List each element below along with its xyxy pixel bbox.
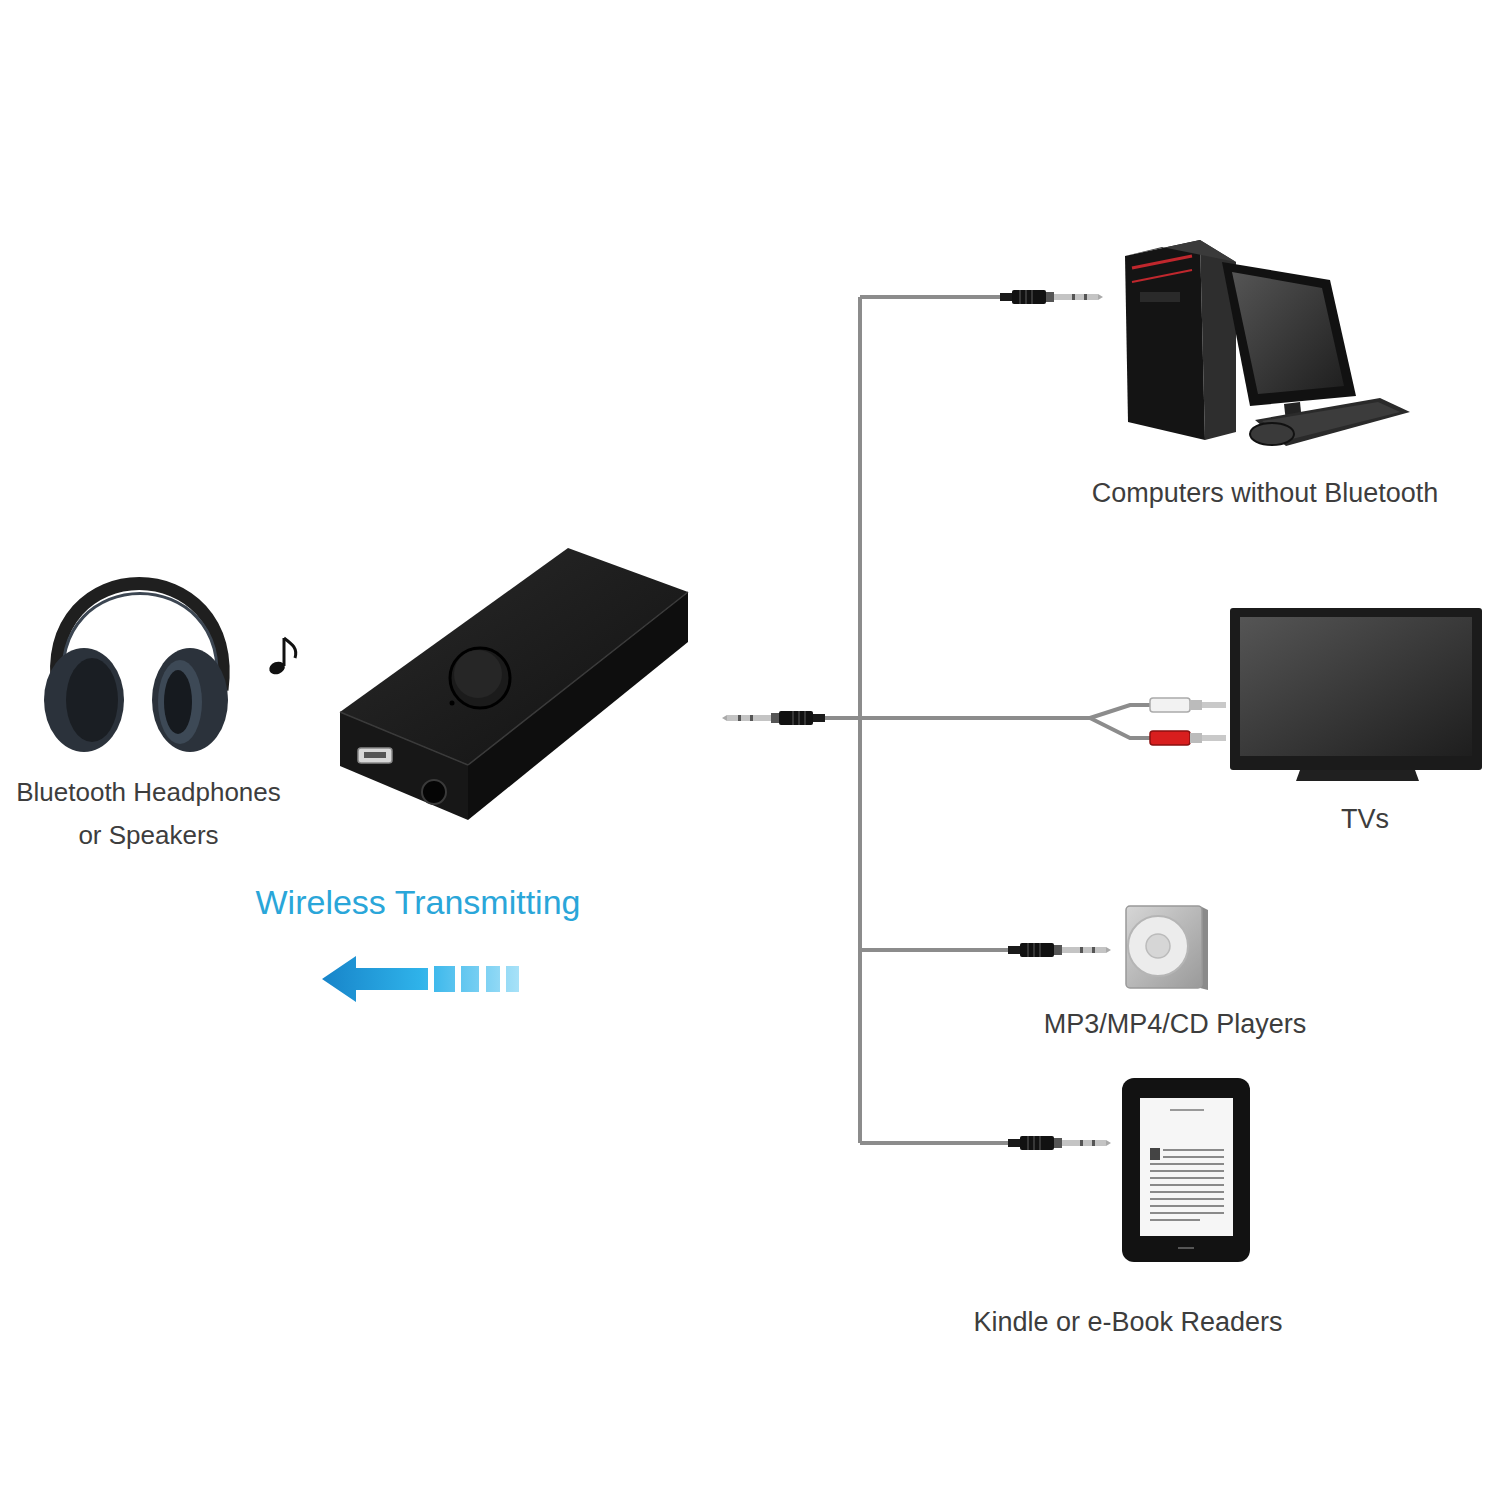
computer-picture: [1132, 270, 1192, 282]
bluetooth-transmitter: [340, 712, 468, 765]
ebook-reader-picture: [1163, 1149, 1224, 1151]
audio-cable: [1090, 718, 1150, 738]
direction-label: Wireless Transmitting: [198, 880, 638, 924]
bluetooth-transmitter: [450, 701, 455, 706]
ebook-reader-picture: [1150, 1177, 1224, 1179]
rca-plugs: [1150, 698, 1226, 745]
bluetooth-transmitter: [450, 648, 510, 708]
ebook-reader-picture: [1150, 1219, 1200, 1221]
ebook-reader-picture: [1170, 1109, 1204, 1111]
mp3-player-picture: [1128, 916, 1188, 976]
rca-plugs: [1202, 702, 1226, 708]
computer-picture: [1132, 256, 1192, 268]
audio-cable: [858, 297, 862, 1143]
transmit-arrow: [434, 966, 455, 992]
audio-cable: [825, 716, 1090, 720]
ebook-reader-picture: [1150, 1148, 1160, 1160]
music-note: [283, 638, 286, 666]
transmit-arrow: [322, 956, 519, 1002]
ebook-reader-picture: [1122, 1078, 1250, 1262]
device-caption: TVs: [1305, 802, 1425, 837]
audio-cable: [860, 948, 1008, 952]
rca-plugs: [1150, 731, 1190, 745]
computer-picture: [1125, 240, 1410, 446]
rca-plugs: [1150, 698, 1190, 712]
audio-cable: [860, 1141, 1008, 1145]
mp3-player-picture: [1126, 906, 1202, 988]
computer-picture: [1140, 292, 1180, 302]
tv-picture: [1240, 617, 1472, 756]
music-note: [284, 638, 296, 658]
rca-plugs: [1190, 733, 1202, 743]
headphones-picture: [164, 670, 192, 734]
tv-picture: [1230, 608, 1482, 770]
ebook-reader-picture: [1150, 1163, 1224, 1165]
device-caption: MP3/MP4/CD Players: [1005, 1007, 1345, 1042]
ebook-reader-picture: [1140, 1098, 1233, 1236]
jack-plug: [722, 711, 825, 725]
jack-plug: [1000, 290, 1103, 304]
jack-plug: [1008, 943, 1111, 957]
ebook-reader-picture: [1150, 1170, 1224, 1172]
transmit-arrow: [506, 966, 519, 992]
ebook-reader-picture: [1150, 1205, 1224, 1207]
bluetooth-transmitter: [340, 548, 688, 820]
ebook-reader-picture: [1178, 1247, 1194, 1249]
headphones-picture: [152, 648, 228, 752]
rca-plugs: [1202, 735, 1226, 741]
ebook-reader-picture: [1150, 1150, 1224, 1220]
headphones-picture: [66, 658, 118, 742]
transmit-arrow: [461, 966, 479, 992]
computer-picture: [1250, 423, 1294, 445]
headphones-picture: [158, 660, 202, 744]
mp3-player-picture: [1146, 934, 1170, 958]
ebook-reader-picture: [1150, 1191, 1224, 1193]
bluetooth-transmitter: [340, 548, 688, 765]
mp3-player-picture: [1126, 906, 1208, 990]
ebook-reader-picture: [1150, 1198, 1224, 1200]
tv-picture: [1296, 770, 1419, 781]
bluetooth-transmitter: [364, 752, 386, 758]
headphones-picture: [44, 584, 228, 753]
headphones-picture: [44, 648, 124, 752]
bluetooth-transmitter: [358, 748, 392, 763]
ebook-reader-picture: [1150, 1184, 1224, 1186]
computer-picture: [1125, 240, 1205, 440]
device-caption: Computers without Bluetooth: [1045, 476, 1485, 511]
device-caption: Kindle or e-Book Readers: [938, 1305, 1318, 1340]
audio-cable: [1090, 705, 1150, 718]
jack-plug: [1008, 1136, 1111, 1150]
transmit-arrow: [322, 956, 428, 1002]
rca-plugs: [1190, 700, 1202, 710]
device-caption: Bluetooth Headphones or Speakers: [6, 771, 291, 857]
transmit-arrow: [486, 966, 500, 992]
computer-picture: [1232, 272, 1344, 394]
audio-cable: [860, 295, 1000, 299]
bluetooth-transmitter: [454, 650, 502, 698]
ebook-reader-picture: [1122, 1078, 1250, 1262]
computer-picture: [1222, 262, 1356, 406]
ebook-reader-picture: [1163, 1156, 1224, 1158]
bluetooth-transmitter: [422, 780, 446, 804]
tv-picture: [1230, 608, 1482, 781]
music-note: [267, 638, 295, 676]
ebook-reader-picture: [1150, 1212, 1224, 1214]
